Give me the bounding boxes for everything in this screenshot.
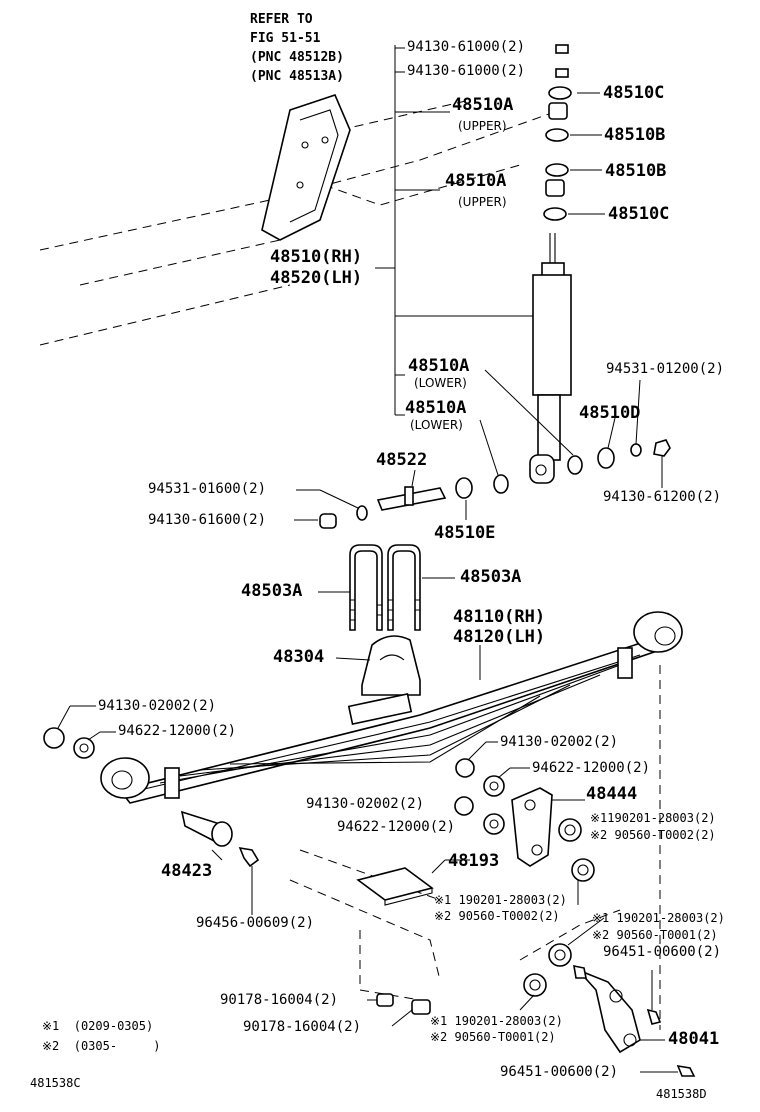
label-48041: 48041 (668, 1029, 720, 1049)
label-94622-12000-r1: 94622-12000(2) (532, 760, 651, 776)
label-48510c-top: 48510C (603, 83, 665, 103)
refer-note-line3: (PNC 48512B) (250, 50, 344, 65)
label-48510a-lower2: 48510A (405, 398, 467, 418)
label-48510a-upper2: 48510A (445, 171, 507, 191)
leaf-spring (100, 611, 683, 804)
label-48520-lh: 48520(LH) (270, 268, 363, 288)
bracket-reference-part (261, 94, 351, 241)
label-48304: 48304 (273, 647, 325, 667)
refer-note-line1: REFER TO (250, 12, 313, 27)
label-48510-rh: 48510(RH) (270, 247, 363, 267)
label-90560-t0002-b: ※2 90560-T0002(2) (434, 909, 560, 923)
label-lower2: (LOWER) (410, 418, 463, 432)
label-lower1: (LOWER) (414, 376, 467, 390)
label-94130-61200: 94130-61200(2) (603, 489, 722, 505)
label-190201-28003-d: ※1 190201-28003(2) (430, 1014, 563, 1028)
label-48110-rh: 48110(RH) (453, 607, 546, 627)
label-48510c-bottom: 48510C (608, 204, 670, 224)
bracket-48041 (573, 964, 696, 1077)
shock-absorber (529, 86, 572, 484)
left-eye-hardware (43, 727, 95, 759)
label-94130-02002-left: 94130-02002(2) (98, 698, 217, 714)
label-94130-61000-b: 94130-61000(2) (407, 63, 526, 79)
label-94531-01600: 94531-01600(2) (148, 481, 267, 497)
lower-nuts (376, 993, 431, 1015)
label-96456-00609: 96456-00609(2) (196, 915, 315, 931)
figure-id-right: 481538D (656, 1087, 707, 1101)
label-94130-02002-r1: 94130-02002(2) (500, 734, 619, 750)
label-94130-02002-r2: 94130-02002(2) (306, 796, 425, 812)
shock-hardware (455, 44, 671, 499)
label-upper2: (UPPER) (458, 195, 507, 209)
label-48444: 48444 (586, 784, 638, 804)
refer-note-line4: (PNC 48513A) (250, 69, 344, 84)
label-94622-12000-r2: 94622-12000(2) (337, 819, 456, 835)
label-94531-01200: 94531-01200(2) (606, 361, 725, 377)
label-94622-12000-left: 94622-12000(2) (118, 723, 237, 739)
bolt-48423 (180, 810, 260, 868)
pin-48522 (319, 486, 447, 529)
figure-id-left: 481538C (30, 1076, 81, 1090)
label-48503a-right: 48503A (460, 567, 522, 587)
legend-note1: ※1 (0209-0305) (42, 1019, 154, 1033)
label-94130-61000-a: 94130-61000(2) (407, 39, 526, 55)
legend-note2: ※2 (0305- ) (42, 1039, 161, 1053)
label-90560-t0001-c: ※2 90560-T0001(2) (592, 928, 718, 942)
label-48510b-2: 48510B (605, 161, 667, 181)
label-48120-lh: 48120(LH) (453, 627, 546, 647)
label-48503a-left: 48503A (241, 581, 303, 601)
label-48193: 48193 (448, 851, 500, 871)
frame-outline (39, 99, 661, 1030)
label-48423: 48423 (161, 861, 213, 881)
plate-48193 (356, 867, 434, 906)
label-90560-t0002-a: ※2 90560-T0002(2) (590, 828, 716, 842)
label-48510b-1: 48510B (604, 125, 666, 145)
label-90178-16004-b: 90178-16004(2) (243, 1019, 362, 1035)
callout-bracket (375, 45, 535, 416)
label-190201-28003-a: ※1190201-28003(2) (590, 811, 716, 825)
label-48510a-lower1: 48510A (408, 356, 470, 376)
label-48510a-upper1: 48510A (452, 95, 514, 115)
refer-note-line2: FIG 51-51 (250, 31, 321, 46)
label-96451-00600-bottom: 96451-00600(2) (500, 1064, 619, 1080)
label-48522: 48522 (376, 450, 428, 470)
label-upper1: (UPPER) (458, 119, 507, 133)
spring-seat-48304 (361, 635, 421, 696)
leader-lines (57, 92, 678, 1073)
u-bolts (349, 544, 421, 631)
label-90560-t0001-d: ※2 90560-T0001(2) (430, 1030, 556, 1044)
label-94130-61600: 94130-61600(2) (148, 512, 267, 528)
label-48510e: 48510E (434, 523, 496, 543)
label-96451-00600-top: 96451-00600(2) (603, 944, 722, 960)
label-190201-28003-c: ※1 190201-28003(2) (592, 911, 725, 925)
label-190201-28003-b: ※1 190201-28003(2) (434, 893, 567, 907)
shackle-hardware (454, 758, 595, 997)
label-48510d: 48510D (579, 403, 641, 423)
label-90178-16004-a: 90178-16004(2) (220, 992, 339, 1008)
